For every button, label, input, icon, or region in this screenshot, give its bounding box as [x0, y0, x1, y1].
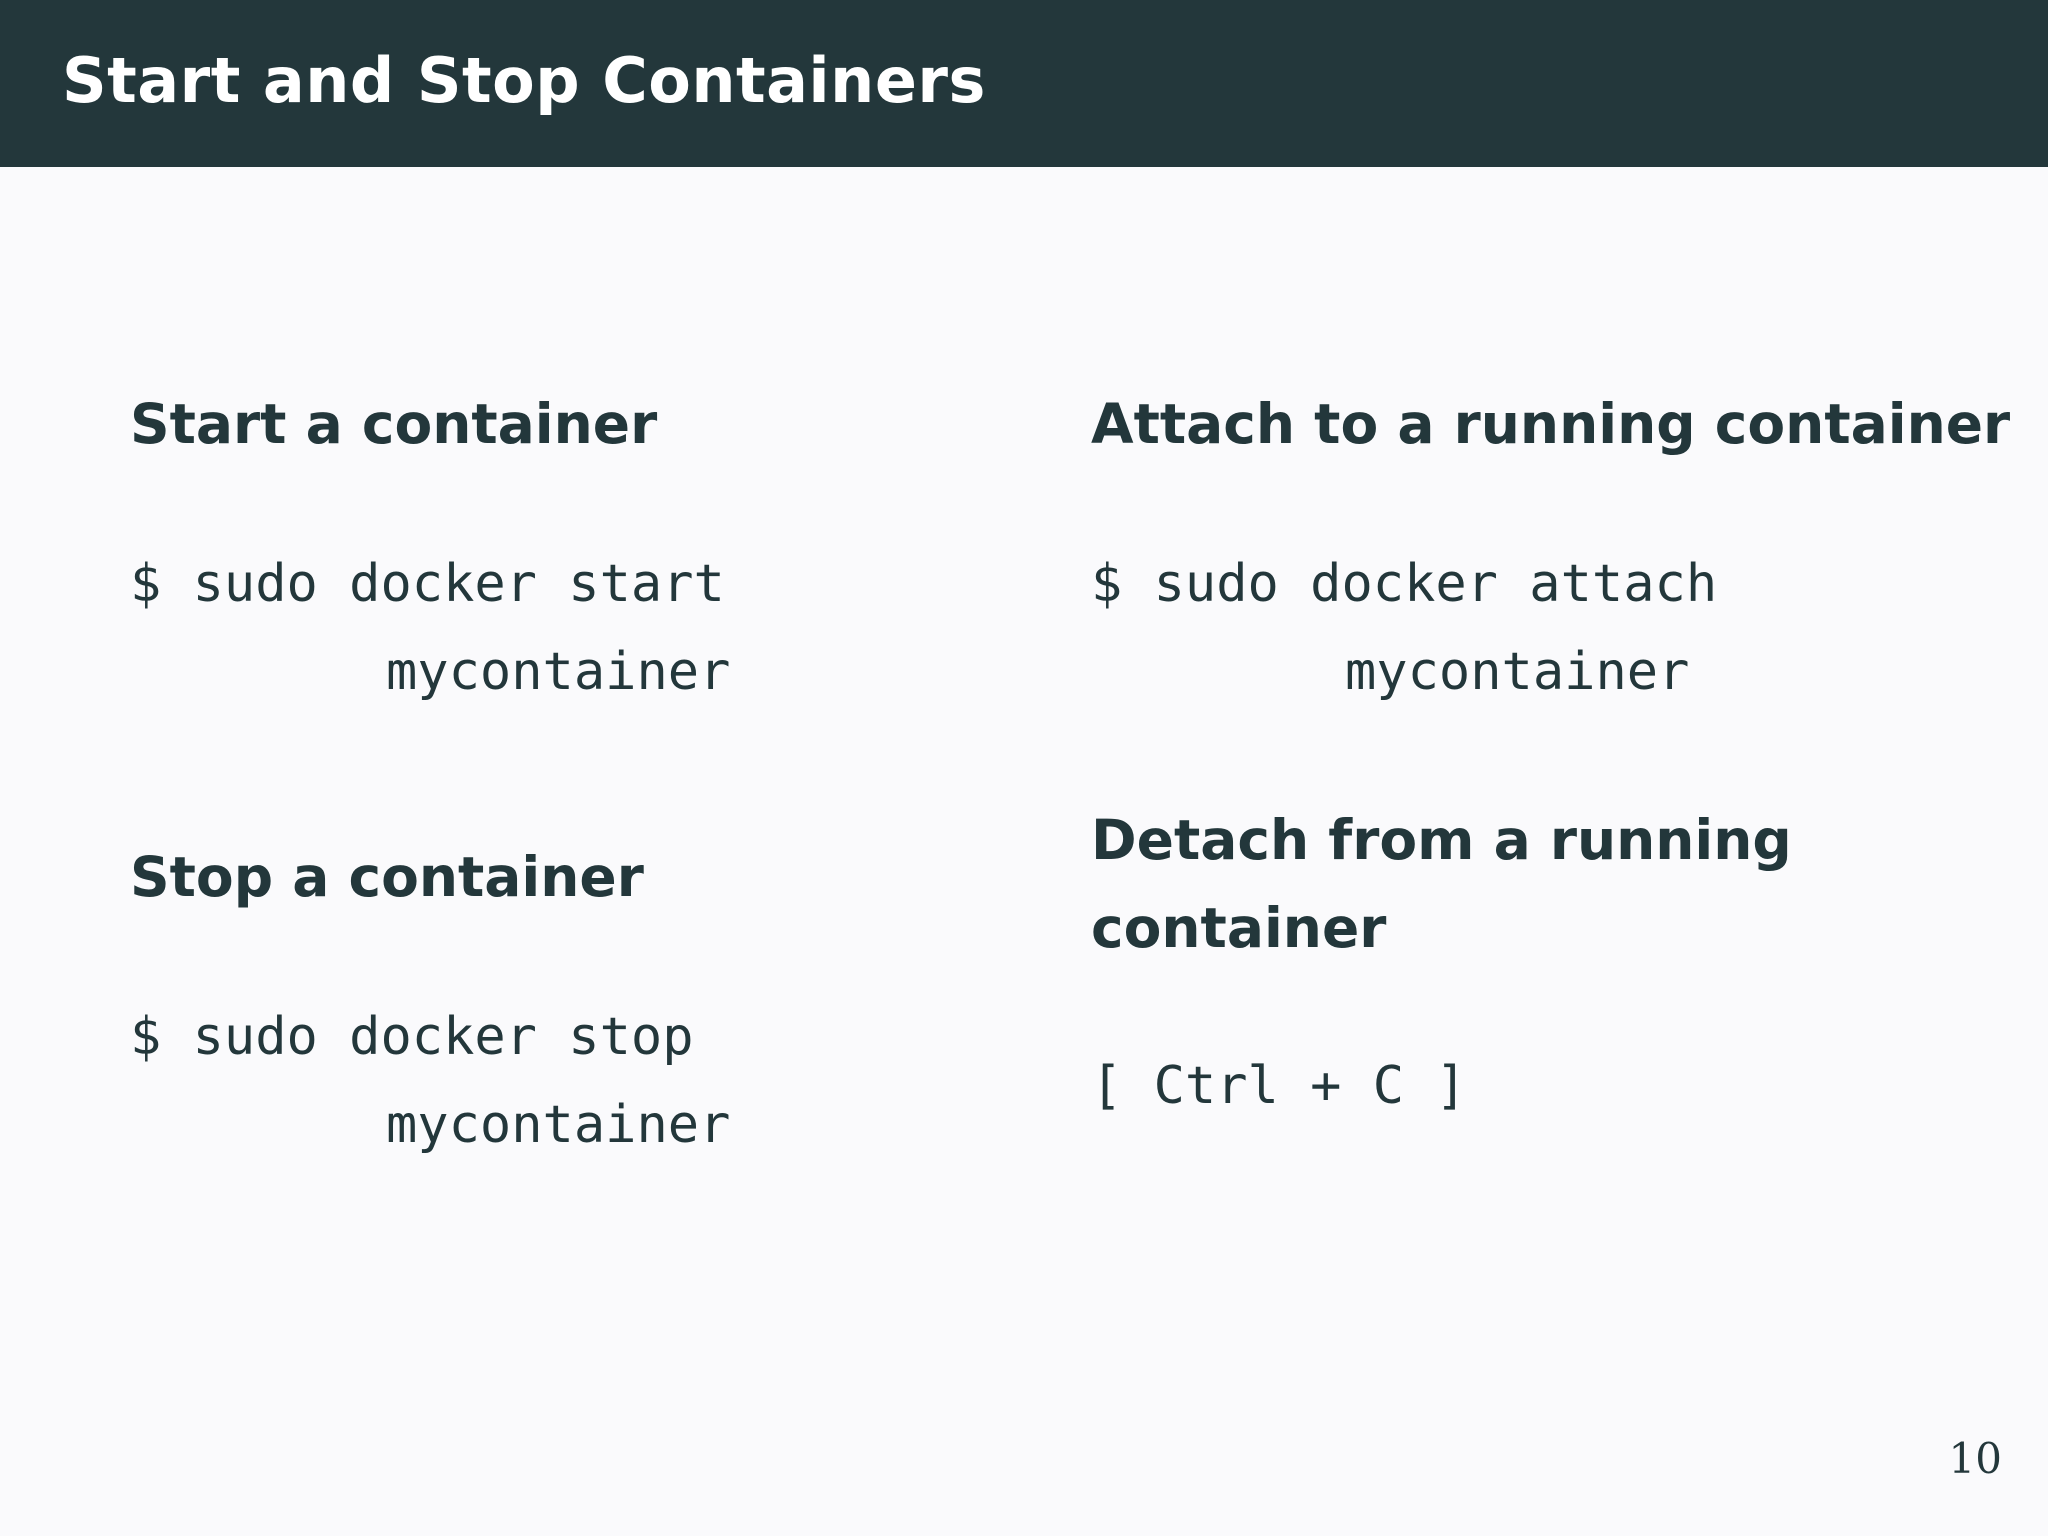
stop-command-line2: mycontainer: [386, 1095, 731, 1155]
page-number: 10: [1948, 1434, 2002, 1483]
detach-container-heading-line1: Detach from a running: [1091, 808, 1792, 872]
attach-command-line2: mycontainer: [1345, 642, 1690, 702]
start-command-line1: $ sudo docker start: [130, 554, 725, 614]
stop-container-heading: Stop a container: [130, 845, 644, 909]
detach-keys: [ Ctrl + C ]: [1091, 1056, 1467, 1116]
start-container-heading: Start a container: [130, 392, 658, 456]
slide-title: Start and Stop Containers: [62, 44, 986, 117]
attach-container-heading: Attach to a running container: [1091, 392, 2011, 456]
detach-container-heading-line2: container: [1091, 896, 1387, 960]
start-command-line2: mycontainer: [386, 642, 731, 702]
stop-command-line1: $ sudo docker stop: [130, 1007, 694, 1067]
title-bar: Start and Stop Containers: [0, 0, 2048, 167]
attach-command-line1: $ sudo docker attach: [1091, 554, 1718, 614]
